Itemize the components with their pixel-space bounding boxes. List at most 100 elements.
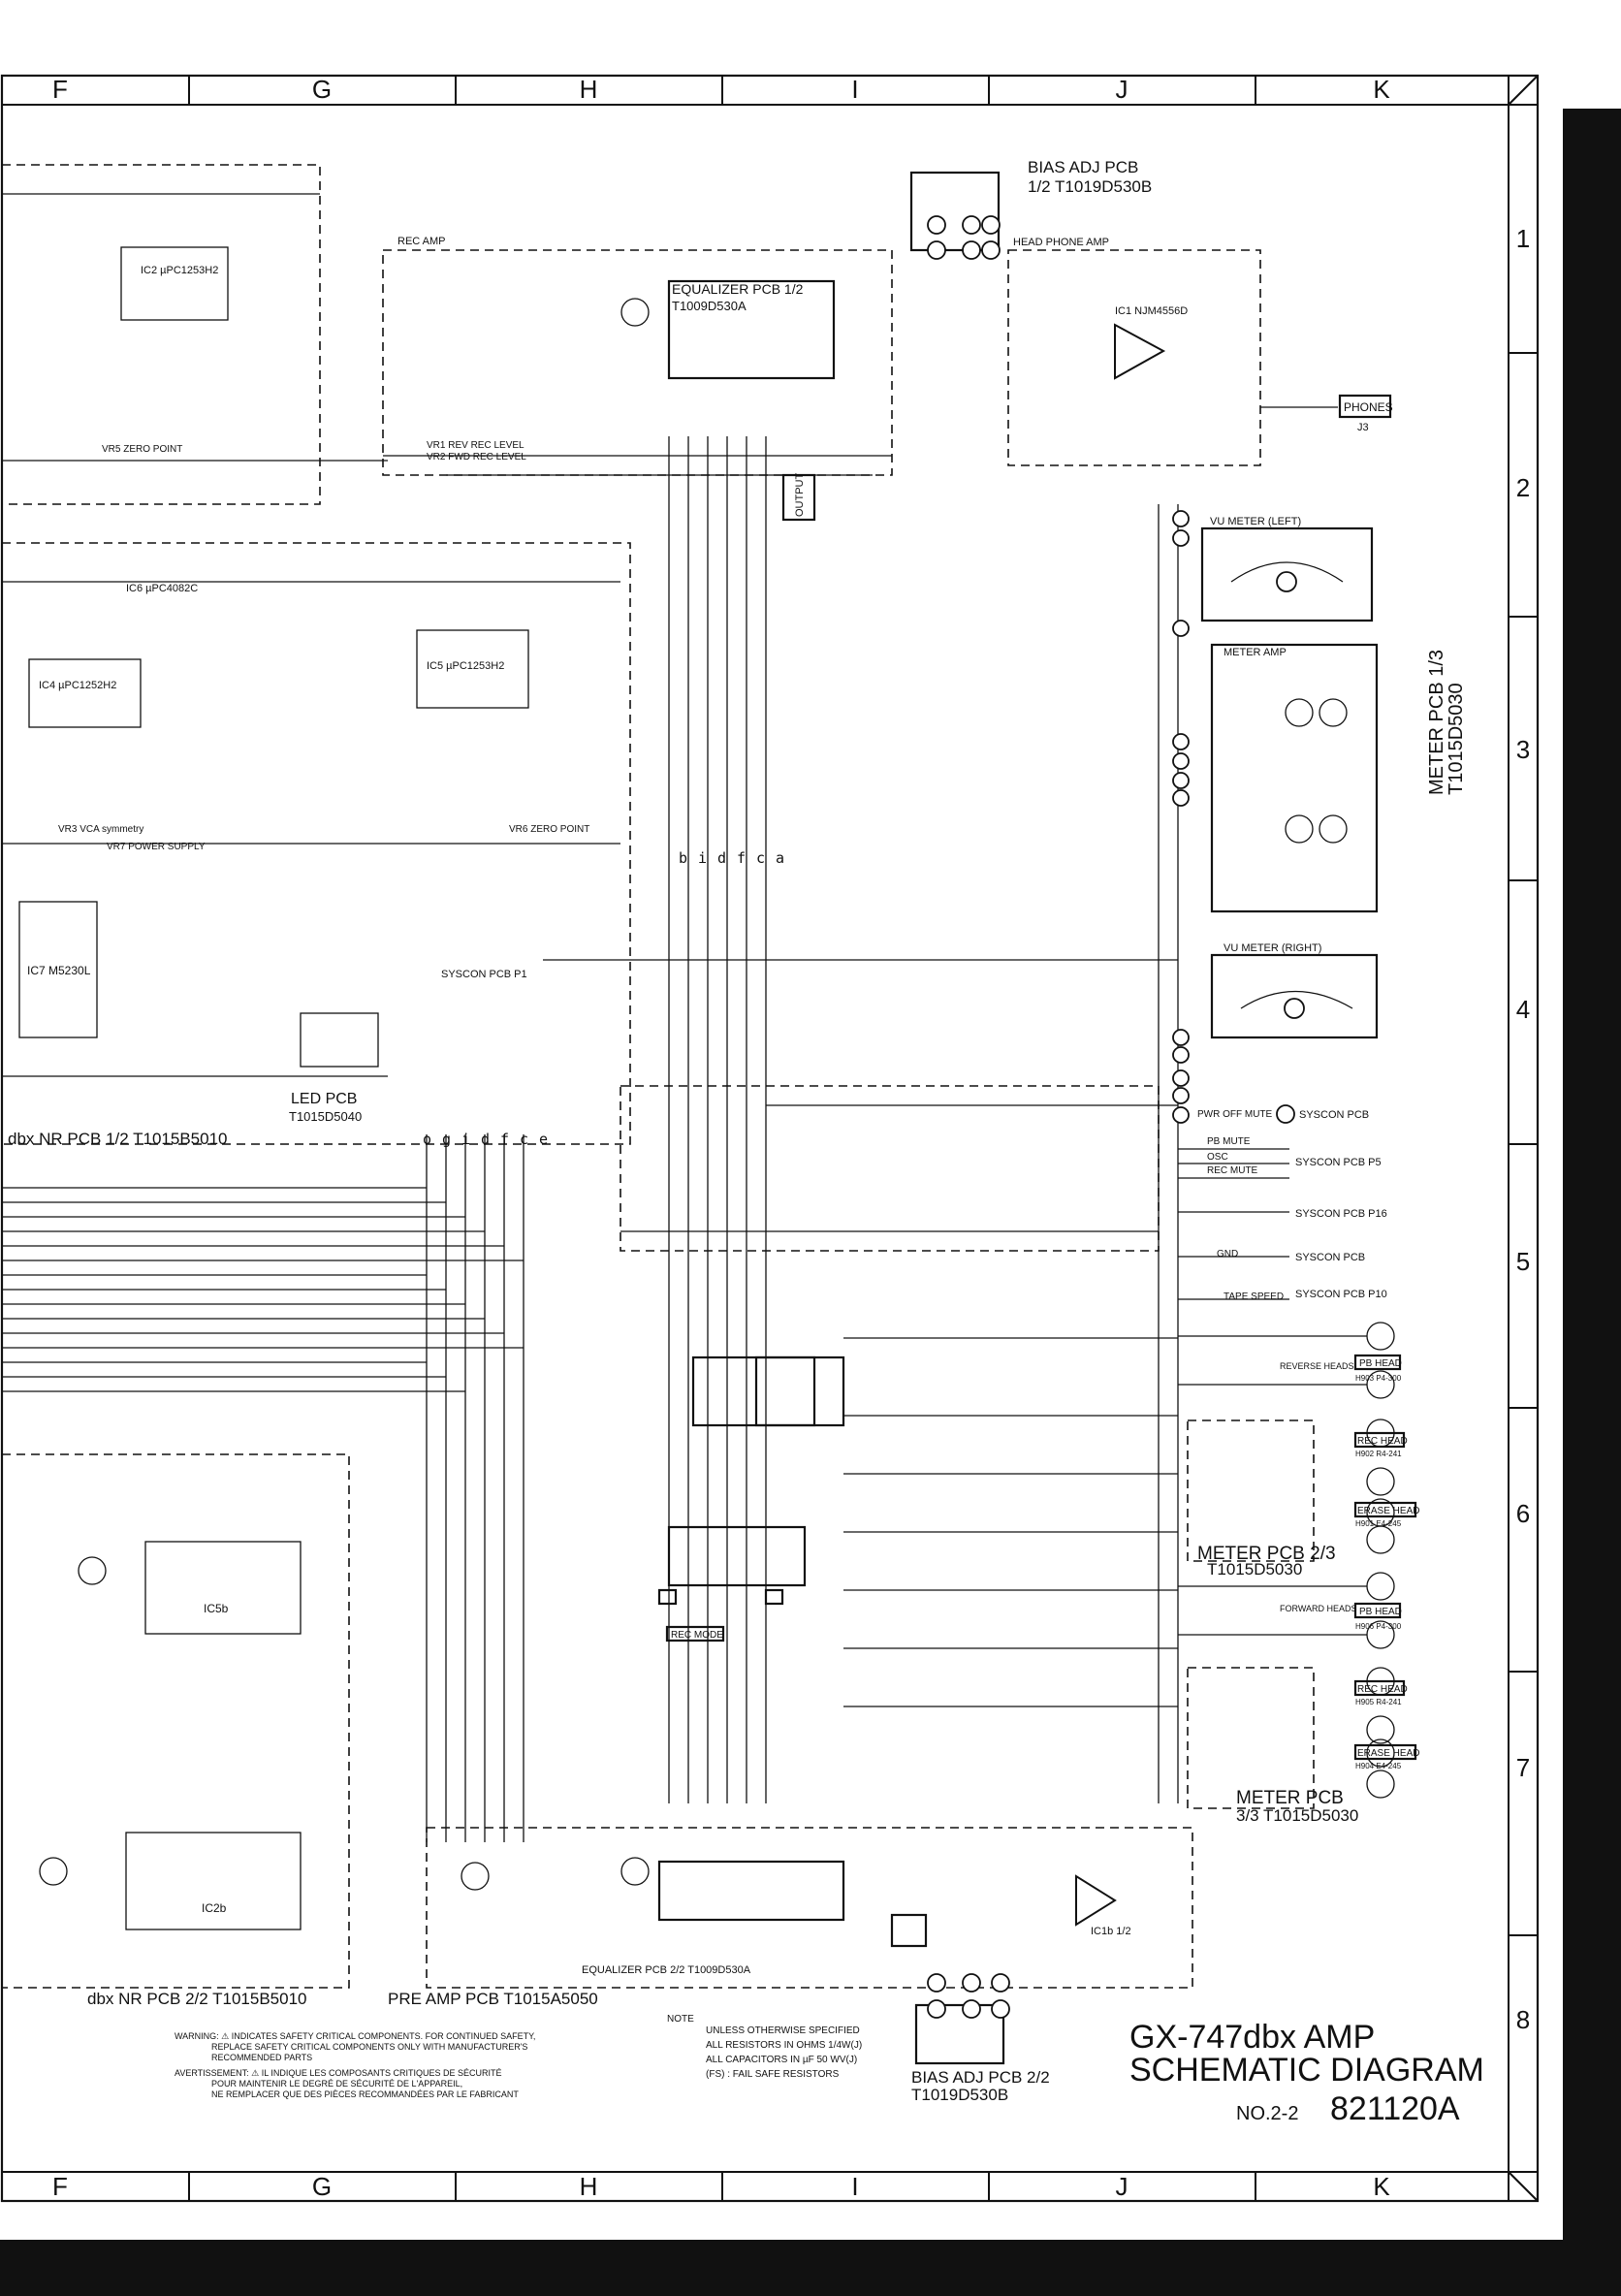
reverse-heads-label: REVERSE HEADS bbox=[1280, 1361, 1354, 1371]
avertissement-line-1: AVERTISSEMENT: ⚠ IL INDIQUE LES COMPOSAN… bbox=[175, 2068, 501, 2078]
ic5-label: IC5 µPC1253H2 bbox=[427, 660, 504, 672]
phones-label: PHONES bbox=[1344, 400, 1393, 414]
erase-head-rev-number: H901 E4-245 bbox=[1355, 1519, 1402, 1528]
document-number: 821120A bbox=[1330, 2090, 1460, 2127]
row-label: 1 bbox=[1516, 224, 1530, 253]
bus-letter: d bbox=[481, 1131, 490, 1148]
note-label: NOTE bbox=[667, 2014, 694, 2025]
col-label: G bbox=[312, 75, 332, 104]
row-label: 2 bbox=[1516, 473, 1530, 502]
row-label: 4 bbox=[1516, 995, 1530, 1024]
warning-line-1: WARNING: ⚠ INDICATES SAFETY CRITICAL COM… bbox=[175, 2031, 535, 2041]
row-label: 5 bbox=[1516, 1247, 1530, 1276]
rec-mute-label: REC MUTE bbox=[1207, 1165, 1258, 1176]
title-line-1: GX-747dbx AMP bbox=[1129, 2019, 1375, 2056]
ic7-label: IC7 M5230L bbox=[27, 964, 91, 977]
meter-pcb-3-label: METER PCB bbox=[1236, 1788, 1344, 1808]
vr1-note: VR1 REV REC LEVEL bbox=[427, 440, 524, 451]
ic4-label: IC4 µPC1252H2 bbox=[39, 680, 116, 691]
note-line-3: ALL CAPACITORS IN µF 50 WV(J) bbox=[706, 2055, 857, 2065]
output-label: OUTPUT bbox=[794, 473, 806, 518]
erase-head-rev-label: ERASE HEAD bbox=[1357, 1506, 1419, 1516]
col-label: K bbox=[1373, 75, 1390, 104]
note-line-1: UNLESS OTHERWISE SPECIFIED bbox=[706, 2025, 860, 2036]
vr7-power-label: VR7 POWER SUPPLY bbox=[107, 842, 206, 852]
vr3-vca-label: VR3 VCA symmetry bbox=[58, 824, 143, 835]
dbx-nr-2-label: dbx NR PCB 2/2 T1015B5010 bbox=[87, 1990, 307, 2008]
forward-heads-label: FORWARD HEADS bbox=[1280, 1604, 1357, 1613]
row-label: 8 bbox=[1516, 2005, 1530, 2034]
meter-pcb-1-label: METER PCB 1/3 bbox=[1426, 650, 1447, 795]
headphone-amp-region: HEAD PHONE AMP IC1 NJM4556D PHONES J3 bbox=[1007, 237, 1393, 466]
rec-amp-region: REC AMP EQUALIZER PCB 1/2 T1009D530A VR1… bbox=[382, 236, 893, 522]
head-phone-amp-label: HEAD PHONE AMP bbox=[1013, 237, 1109, 248]
ic5b-label: IC5b bbox=[204, 1602, 229, 1615]
col-label: K bbox=[1373, 2172, 1390, 2201]
phones-ref: J3 bbox=[1357, 422, 1369, 433]
vr2-note: VR2 FWD REC LEVEL bbox=[427, 452, 526, 462]
eq-top-number: T1009D530A bbox=[672, 299, 747, 313]
pb-head-fwd-number: H906 P4-300 bbox=[1355, 1622, 1402, 1631]
led-pcb-number: T1015D5040 bbox=[289, 1109, 362, 1124]
col-label: H bbox=[580, 2172, 598, 2201]
vr5-zero-label: VR5 ZERO POINT bbox=[102, 444, 182, 455]
syscon-p1-label: SYSCON PCB P1 bbox=[441, 969, 527, 980]
col-label: F bbox=[52, 75, 68, 104]
col-label: I bbox=[851, 2172, 858, 2201]
bus-letter: c bbox=[520, 1131, 528, 1148]
meter-pcb-2-label: METER PCB 2/3 bbox=[1197, 1544, 1336, 1564]
bias-adj-top: BIAS ADJ PCB 1/2 T1019D530B bbox=[909, 158, 1152, 260]
center-bus bbox=[2, 436, 1179, 1842]
column-dividers bbox=[188, 76, 1538, 2201]
notes-block: WARNING: ⚠ INDICATES SAFETY CRITICAL COM… bbox=[175, 2014, 862, 2099]
osc-label: OSC bbox=[1207, 1152, 1228, 1163]
ic1b-label: IC1b 1/2 bbox=[1091, 1926, 1131, 1937]
switch-section: REC MODE bbox=[620, 1085, 1178, 1707]
bias-top-label: BIAS ADJ PCB bbox=[1028, 158, 1138, 176]
avertissement-line-3: NE REMPLACER QUE DES PIÈCES RECOMMANDÉES… bbox=[211, 2089, 519, 2099]
sheet-frame bbox=[0, 74, 1621, 2296]
bus-letter: f bbox=[737, 849, 746, 867]
pwr-off-mute-label: PWR OFF MUTE bbox=[1197, 1109, 1273, 1120]
ic2-label: IC2 µPC1253H2 bbox=[141, 265, 218, 276]
bias-bottom-number: T1019D530B bbox=[911, 2086, 1008, 2104]
meter-pcb-3-number: 3/3 T1015D5030 bbox=[1236, 1806, 1358, 1825]
syscon-pcb-label: SYSCON PCB bbox=[1299, 1109, 1369, 1121]
rec-head-rev-label: REC HEAD bbox=[1357, 1436, 1408, 1447]
syscon-connectors: PWR OFF MUTE SYSCON PCB PB MUTE OSC REC … bbox=[1178, 1104, 1387, 1302]
rec-mode-label: REC MODE bbox=[671, 1630, 723, 1641]
note-line-2: ALL RESISTORS IN OHMS 1/4W(J) bbox=[706, 2040, 862, 2051]
eq-bottom-label: EQUALIZER PCB 2/2 T1009D530A bbox=[582, 1964, 751, 1976]
bus-letters: b i d f c a o g i d f c e bbox=[423, 849, 784, 1148]
bus-letter: i bbox=[461, 1131, 470, 1148]
column-labels: F G H I J K F G H I J K bbox=[52, 75, 1390, 2201]
meter-pcb-1-number: T1015D5030 bbox=[1446, 683, 1467, 795]
erase-head-fwd-label: ERASE HEAD bbox=[1357, 1748, 1419, 1759]
syscon-p5-label: SYSCON PCB P5 bbox=[1295, 1157, 1382, 1168]
meter-amp-label: METER AMP bbox=[1224, 647, 1287, 658]
vu-left-label: VU METER (LEFT) bbox=[1210, 516, 1301, 527]
rec-head-fwd-label: REC HEAD bbox=[1357, 1684, 1408, 1695]
pb-head-fwd-label: PB HEAD bbox=[1359, 1607, 1402, 1617]
row-label: 3 bbox=[1516, 735, 1530, 764]
warning-line-3: RECOMMENDED PARTS bbox=[211, 2053, 312, 2062]
rec-head-fwd-number: H905 R4-241 bbox=[1355, 1698, 1402, 1706]
col-label: I bbox=[851, 75, 858, 104]
pb-mute-label: PB MUTE bbox=[1207, 1136, 1251, 1147]
preamp-label: PRE AMP PCB T1015A5050 bbox=[388, 1990, 598, 2008]
note-line-4: (FS) : FAIL SAFE RESISTORS bbox=[706, 2069, 840, 2080]
eq-top-label: EQUALIZER PCB 1/2 bbox=[672, 281, 804, 297]
row-label: 6 bbox=[1516, 1499, 1530, 1528]
preamp-region: EQUALIZER PCB 2/2 T1009D530A IC1b 1/2 PR… bbox=[388, 1827, 1193, 2104]
dbx-nr-pcb-1-region: IC2 µPC1253H2 IC4 µPC1252H2 IC5 µPC1253H… bbox=[2, 164, 631, 1148]
col-label: F bbox=[52, 2172, 68, 2201]
head-connections: REVERSE HEADS PB HEAD H903 P4-300 REC HE… bbox=[1178, 1322, 1419, 1825]
bus-letter: f bbox=[500, 1131, 509, 1148]
col-label: H bbox=[580, 75, 598, 104]
syscon-p16-label: SYSCON PCB P16 bbox=[1295, 1208, 1387, 1220]
bus-letter: d bbox=[717, 849, 726, 867]
col-label: J bbox=[1116, 2172, 1128, 2201]
sheet-number: NO.2-2 bbox=[1236, 2103, 1298, 2124]
vu-right-label: VU METER (RIGHT) bbox=[1224, 942, 1321, 954]
bias-top-number: 1/2 T1019D530B bbox=[1028, 177, 1152, 196]
